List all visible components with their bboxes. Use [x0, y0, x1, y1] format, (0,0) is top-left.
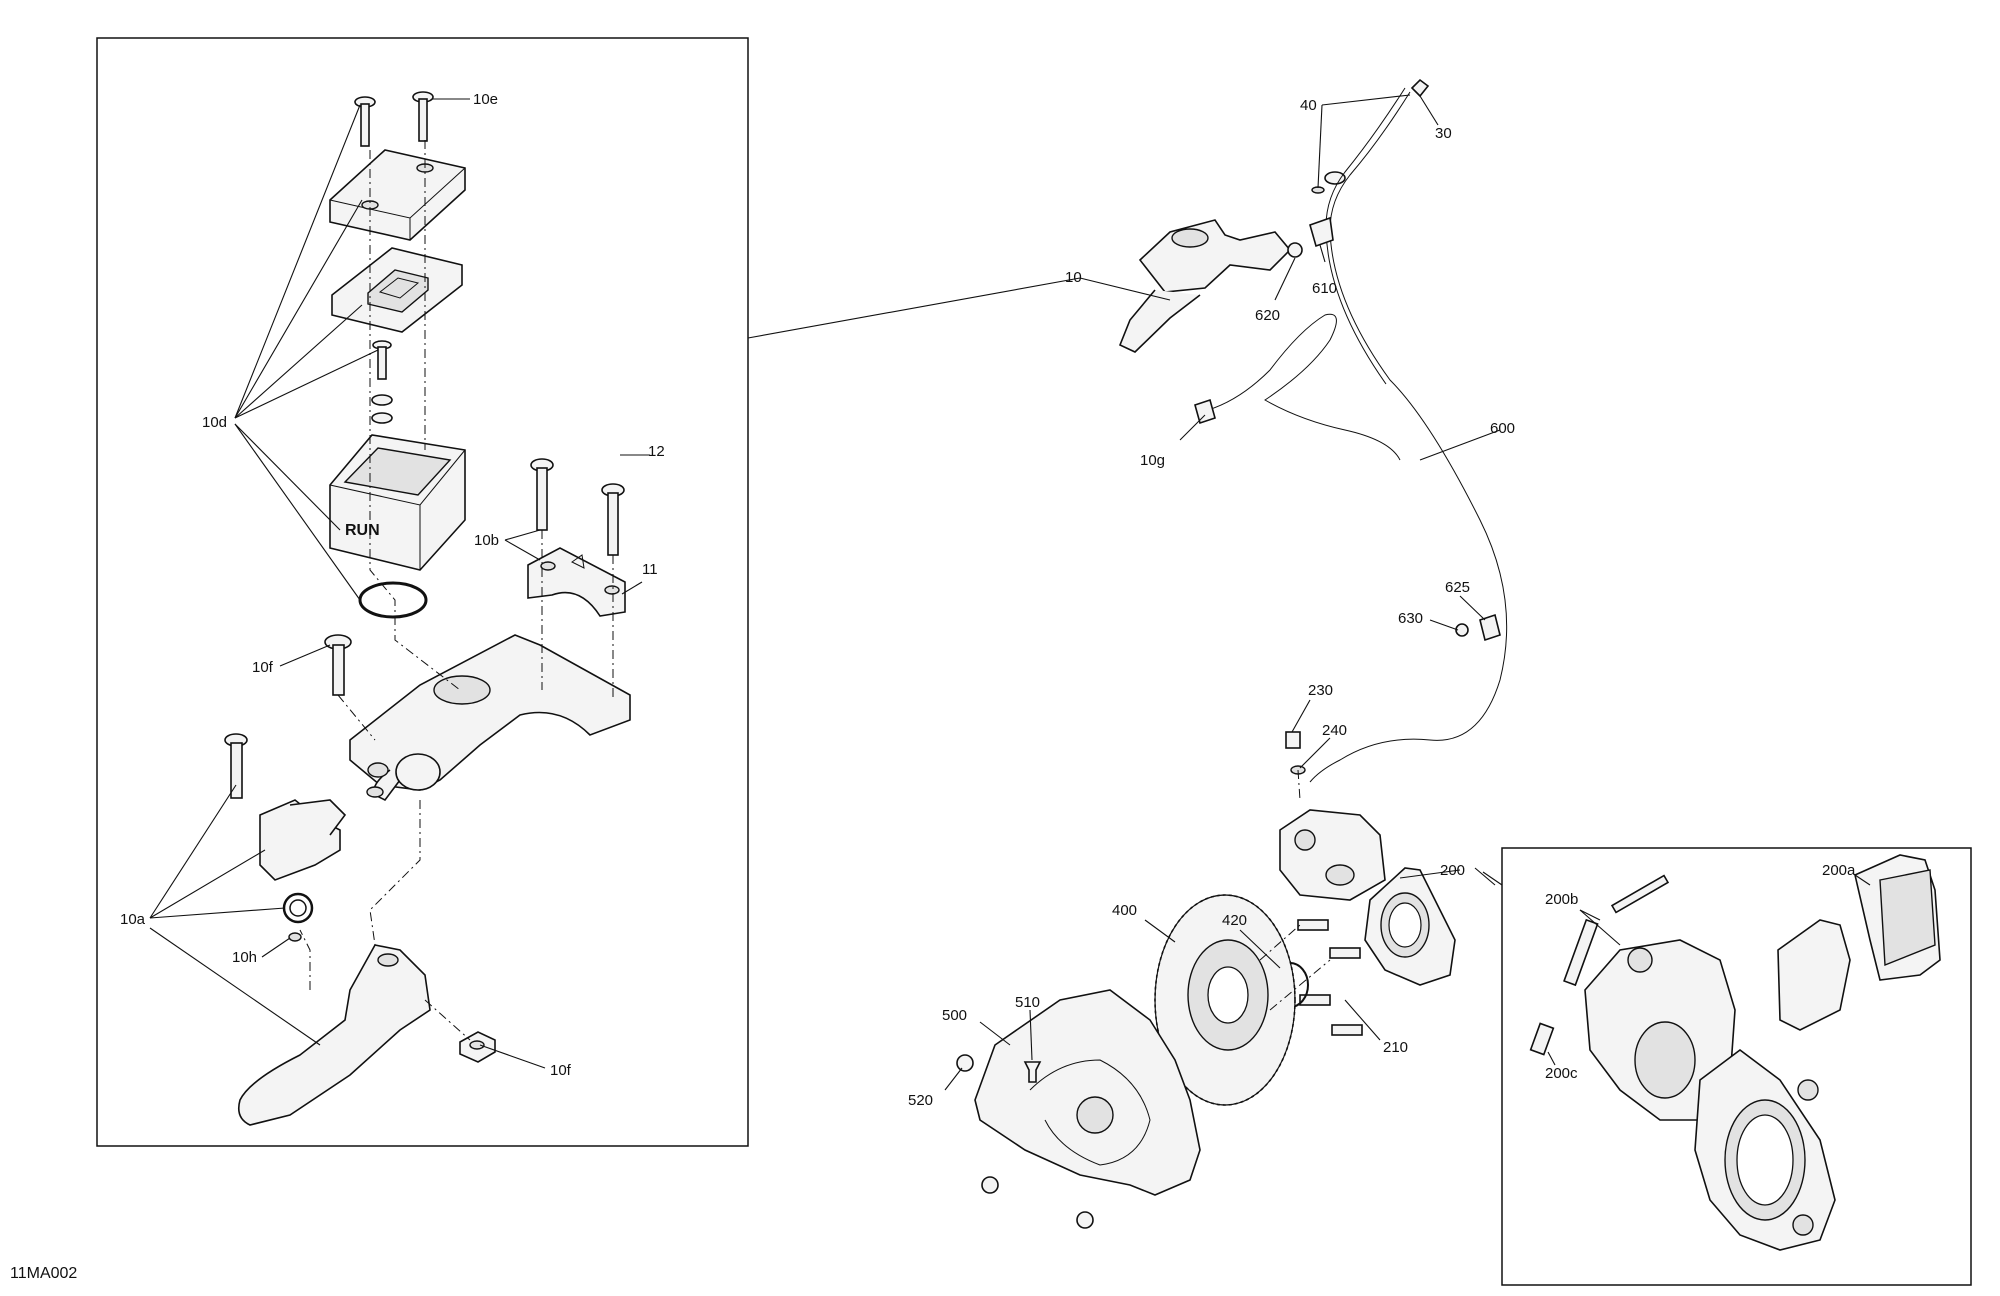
master-cylinder-body — [349, 634, 631, 802]
brake-hose-inner — [1325, 87, 1406, 385]
bleeder-cap — [1285, 731, 1301, 749]
hose-clip — [1309, 216, 1334, 248]
brake-light-switch-wire — [1207, 313, 1401, 461]
callout-200b: 200b — [1545, 891, 1578, 908]
assembly-line — [424, 999, 471, 1041]
callout-230: 230 — [1308, 682, 1333, 699]
detail-box-master-cylinder — [96, 37, 749, 1147]
callout-10h: 10h — [232, 949, 257, 966]
assembly-line — [299, 929, 311, 990]
callout-10d: 10d — [202, 414, 227, 431]
callout-30: 30 — [1435, 125, 1452, 142]
callout-200: 200 — [1440, 862, 1465, 879]
callout-625: 625 — [1445, 579, 1470, 596]
o-ring — [358, 581, 428, 619]
brake-light-switch — [1194, 398, 1216, 425]
callout-10f-nut: 10f — [550, 1062, 572, 1079]
callout-600: 600 — [1490, 420, 1515, 437]
callout-420: 420 — [1222, 912, 1247, 929]
brake-lever — [237, 944, 431, 1126]
assembly-line — [1259, 924, 1301, 961]
guard-screw — [1023, 1061, 1042, 1083]
diagram-code: 11MA002 — [10, 1265, 77, 1282]
clamp-bolt — [530, 458, 554, 531]
detail-connector-line — [747, 277, 1081, 339]
guard-nut — [981, 1176, 999, 1194]
callout-12: 12 — [648, 443, 665, 460]
callout-630: 630 — [1398, 610, 1423, 627]
diaphragm-gasket — [331, 247, 463, 333]
reservoir-cap — [329, 149, 466, 241]
svg-text:RUN: RUN — [345, 522, 380, 539]
assembly-line — [369, 800, 421, 946]
callout-520: 520 — [908, 1092, 933, 1109]
brake-pads — [1777, 854, 1941, 1031]
clamp-ring — [1287, 242, 1303, 258]
caliper-bracket — [1364, 867, 1456, 986]
brake-disc — [1154, 894, 1296, 1106]
callout-400: 400 — [1112, 902, 1137, 919]
bleeder-screw — [1529, 1022, 1555, 1056]
master-cylinder-assembly — [1118, 219, 1292, 353]
callout-620: 620 — [1255, 307, 1280, 324]
hose-nut — [1455, 623, 1469, 637]
reservoir-body: RUN — [329, 434, 466, 571]
lever-adjuster-assembly — [224, 733, 347, 942]
callout-200a: 200a — [1822, 862, 1856, 879]
caliper-assembly — [1279, 809, 1386, 901]
caliper-detail — [1584, 939, 1836, 1251]
guard-nut — [956, 1054, 974, 1072]
assembly-line — [1297, 769, 1301, 801]
guard-nut — [1076, 1211, 1094, 1229]
assembly-line — [369, 150, 461, 691]
cap-screw — [354, 96, 376, 147]
hose-bracket — [1479, 613, 1501, 642]
brake-hose — [1309, 91, 1508, 783]
callout-200c: 200c — [1545, 1065, 1578, 1082]
callout-11: 11 — [642, 561, 658, 578]
clamp-bolt — [601, 483, 625, 556]
callout-500: 500 — [942, 1007, 967, 1024]
callout-10b: 10b — [474, 532, 499, 549]
callout-210: 210 — [1383, 1039, 1408, 1056]
callout-40: 40 — [1300, 97, 1317, 114]
callout-10a: 10a — [120, 911, 146, 928]
assembly-line — [1269, 959, 1331, 1011]
handlebar-clamp — [527, 547, 626, 617]
callout-510: 510 — [1015, 994, 1040, 1011]
cap-screw — [412, 91, 434, 142]
banjo-bolt — [1311, 78, 1430, 194]
callout-10f-pin: 10f — [252, 659, 274, 676]
caliper-bolts — [1297, 919, 1363, 1036]
callout-10: 10 — [1065, 269, 1082, 286]
callout-10g: 10g — [1140, 452, 1165, 469]
callout-10e: 10e — [473, 91, 498, 108]
callout-240: 240 — [1322, 722, 1347, 739]
pad-pin — [1563, 874, 1670, 987]
lever-nut — [459, 1031, 496, 1063]
pivot-pin — [324, 634, 352, 696]
detail-box-caliper — [1501, 847, 1972, 1286]
callout-610: 610 — [1312, 280, 1337, 297]
reservoir-screw — [371, 340, 393, 424]
